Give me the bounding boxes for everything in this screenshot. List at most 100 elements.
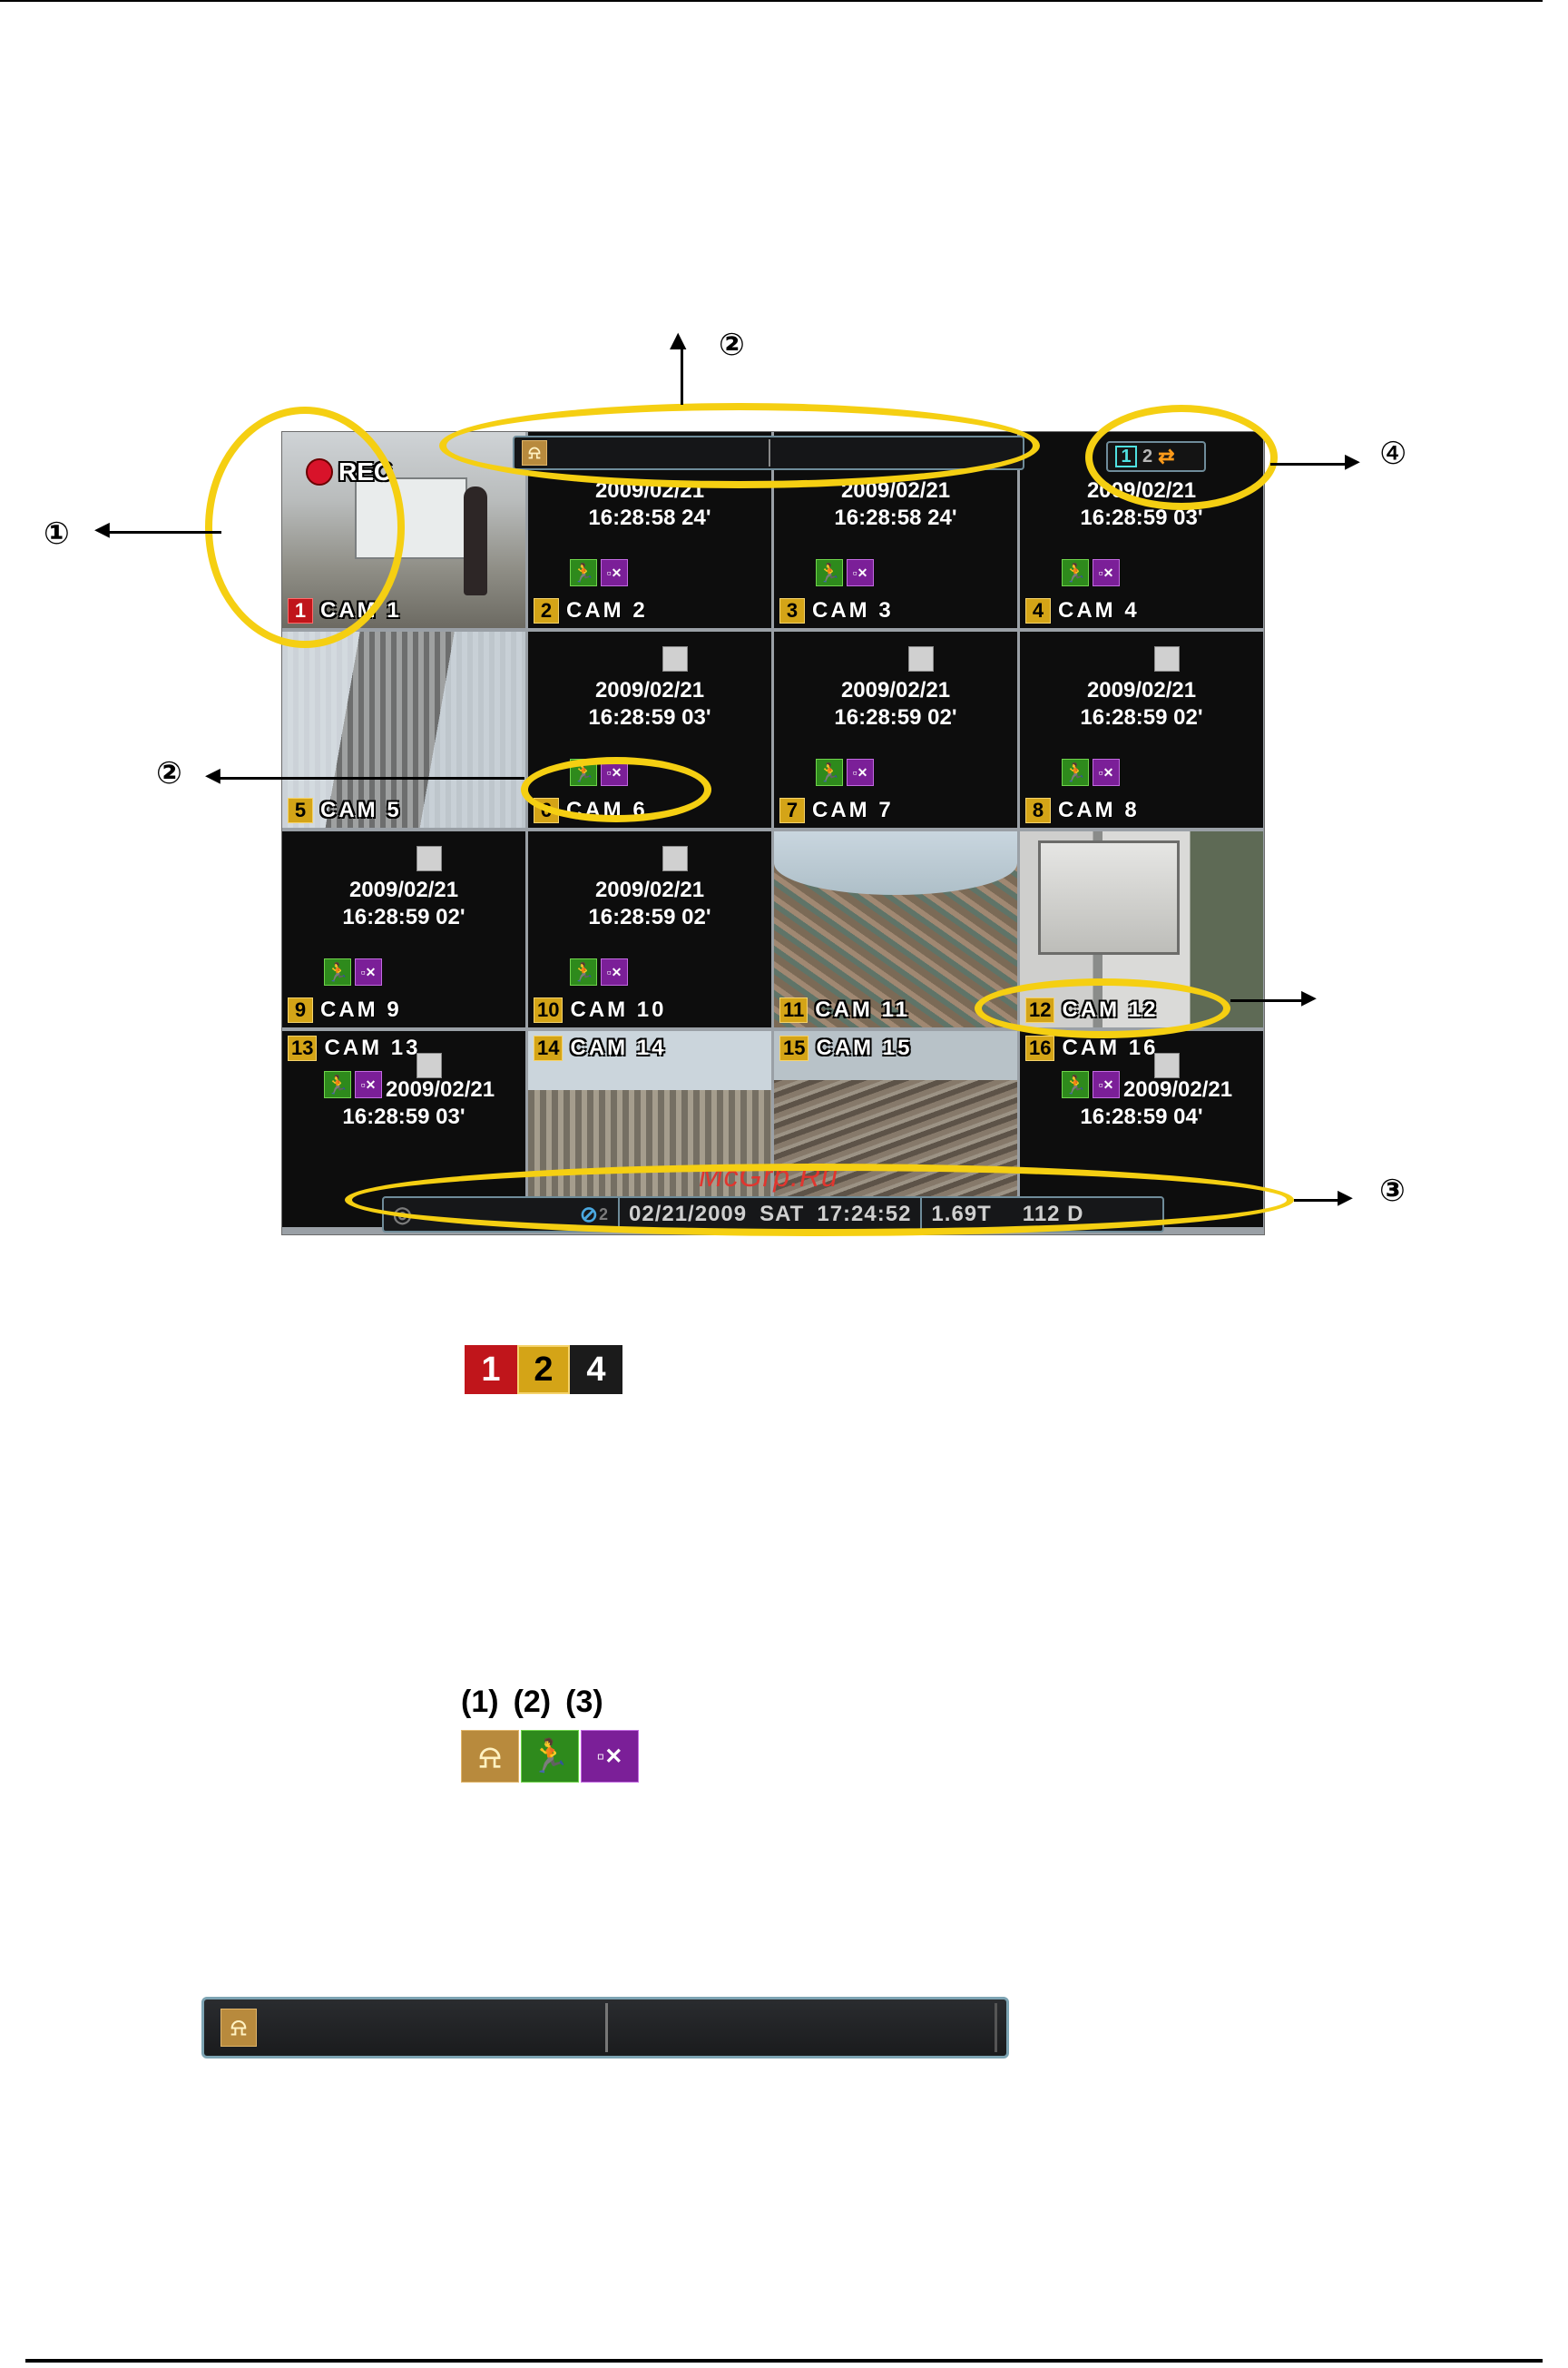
motion-icon: 🏃 bbox=[1062, 1071, 1089, 1098]
motion-icon: 🏃 bbox=[570, 958, 597, 986]
sample-number-recording: 1 bbox=[465, 1345, 517, 1398]
arrow-right-line-3 bbox=[1294, 1199, 1345, 1202]
event-icons: 🏃 ▫✕ bbox=[816, 559, 874, 586]
camera-number: 14 bbox=[534, 1036, 564, 1061]
camera-tile-7[interactable]: 2009/02/21 16:28:59 02' 🏃 ▫✕ 7 CAM 7 bbox=[774, 632, 1017, 828]
camera-time: 16:28:58 24' bbox=[834, 506, 957, 530]
event-status-bar-enlarged: ⍾ bbox=[201, 1997, 1009, 2058]
video-loss-icon: ▫✕ bbox=[1093, 759, 1120, 786]
status-square bbox=[1154, 1053, 1180, 1078]
camera-name: CAM 5 bbox=[320, 798, 402, 822]
callout-ellipse-4 bbox=[1085, 405, 1278, 510]
camera-label: 3 CAM 3 bbox=[779, 597, 894, 624]
motion-icon: 🏃 bbox=[521, 1730, 579, 1783]
bar-divider bbox=[605, 2003, 608, 2052]
camera-time: 16:28:59 02' bbox=[588, 905, 711, 929]
camera-date: 2009/02/21 bbox=[594, 878, 705, 902]
camera-name: CAM 4 bbox=[1058, 598, 1140, 623]
camera-date: 2009/02/21 bbox=[385, 1077, 495, 1102]
alarm-icon: ⍾ bbox=[461, 1730, 519, 1783]
camera-name: CAM 9 bbox=[320, 997, 402, 1022]
camera-date: 2009/02/21 bbox=[1122, 1077, 1233, 1102]
event-icon-samples: ⍾ 🏃 ▫✕ bbox=[461, 1730, 639, 1783]
camera-tile-5[interactable]: 5 CAM 5 bbox=[282, 632, 525, 828]
icon-label-3: (3) bbox=[565, 1685, 603, 1719]
callout-ellipse-2-left bbox=[521, 757, 711, 822]
camera-tile-10[interactable]: 2009/02/21 16:28:59 02' 🏃 ▫✕ 10 CAM 10 bbox=[528, 831, 771, 1027]
arrow-left-line-2 bbox=[220, 777, 524, 780]
arrow-right-line-4 bbox=[1270, 463, 1352, 466]
camera-date: 2009/02/21 bbox=[1086, 678, 1197, 703]
camera-time: 16:28:59 02' bbox=[1080, 705, 1203, 730]
arrow-right-line-12 bbox=[1230, 999, 1308, 1002]
camera-number: 4 bbox=[1025, 598, 1051, 624]
camera-name: CAM 2 bbox=[566, 598, 648, 623]
camera-number: 11 bbox=[779, 997, 808, 1023]
arrow-right-head-3: ▶ bbox=[1338, 1186, 1353, 1209]
camera-number: 16 bbox=[1025, 1036, 1055, 1061]
motion-icon: 🏃 bbox=[816, 559, 843, 586]
camera-tile-9[interactable]: 2009/02/21 16:28:59 02' 🏃 ▫✕ 9 CAM 9 bbox=[282, 831, 525, 1027]
motion-icon: 🏃 bbox=[324, 1071, 351, 1098]
camera-tile-8[interactable]: 2009/02/21 16:28:59 02' 🏃 ▫✕ 8 CAM 8 bbox=[1020, 632, 1263, 828]
page-bottom-rule bbox=[25, 2359, 1543, 2363]
video-loss-icon: ▫✕ bbox=[355, 958, 382, 986]
camera-time: 16:28:59 03' bbox=[588, 705, 711, 730]
alarm-icon: ⍾ bbox=[220, 2009, 257, 2047]
camera-name: CAM 15 bbox=[816, 1036, 913, 1060]
camera-label: 9 CAM 9 bbox=[288, 997, 402, 1024]
camera-label: 14 CAM 14 bbox=[534, 1035, 667, 1062]
callout-ellipse-2-top bbox=[439, 403, 1040, 488]
callout-2-top: ② bbox=[719, 327, 745, 363]
event-icons: 🏃 ▫✕ bbox=[816, 759, 874, 786]
video-loss-icon: ▫✕ bbox=[1093, 559, 1120, 586]
camera-label: 7 CAM 7 bbox=[779, 797, 894, 824]
arrow-left-head-2: ◀ bbox=[205, 764, 220, 787]
camera-date: 2009/02/21 bbox=[348, 878, 459, 902]
callout-1: ① bbox=[44, 516, 70, 552]
icon-label-2: (2) bbox=[513, 1685, 552, 1719]
camera-name: CAM 3 bbox=[812, 598, 894, 623]
camera-label: 2 CAM 2 bbox=[534, 597, 648, 624]
status-square bbox=[416, 1053, 442, 1078]
camera-number: 3 bbox=[779, 598, 805, 624]
camera-name: CAM 14 bbox=[570, 1036, 667, 1060]
camera-time: 16:28:59 02' bbox=[834, 705, 957, 730]
status-square bbox=[662, 646, 688, 672]
callout-ellipse-1 bbox=[205, 407, 405, 648]
camera-label: 15 CAM 15 bbox=[779, 1035, 913, 1062]
motion-icon: 🏃 bbox=[324, 958, 351, 986]
arrow-left-head-1: ◀ bbox=[94, 518, 110, 541]
camera-number: 5 bbox=[288, 798, 313, 823]
arrow-left-line-1 bbox=[107, 531, 221, 534]
camera-tile-11[interactable]: 11 CAM 11 bbox=[774, 831, 1017, 1027]
arrow-right-head-4: ▶ bbox=[1345, 450, 1360, 473]
event-icon-labels: (1) (2) (3) bbox=[461, 1685, 603, 1720]
camera-number: 13 bbox=[288, 1036, 318, 1061]
video-loss-icon: ▫✕ bbox=[847, 559, 874, 586]
camera-name: CAM 10 bbox=[570, 997, 667, 1022]
camera-time: 16:28:58 24' bbox=[588, 506, 711, 530]
status-square bbox=[662, 846, 688, 871]
callout-ellipse-3 bbox=[345, 1164, 1294, 1236]
callout-3: ③ bbox=[1379, 1173, 1406, 1209]
camera-number: 9 bbox=[288, 997, 313, 1023]
sample-number-off: 4 bbox=[570, 1345, 622, 1394]
status-square bbox=[1154, 646, 1180, 672]
event-icons: 🏃 ▫✕ bbox=[1062, 1071, 1120, 1098]
camera-label: 8 CAM 8 bbox=[1025, 797, 1140, 824]
video-loss-icon: ▫✕ bbox=[581, 1730, 639, 1783]
icon-label-1: (1) bbox=[461, 1685, 499, 1719]
camera-time: 16:28:59 02' bbox=[342, 905, 466, 929]
event-icons: 🏃 ▫✕ bbox=[570, 958, 628, 986]
camera-label: 10 CAM 10 bbox=[534, 997, 667, 1024]
callout-2-left: ② bbox=[156, 755, 182, 791]
sample-number-live: 2 bbox=[517, 1345, 570, 1394]
camera-date: 2009/02/21 bbox=[840, 678, 951, 703]
camera-name: CAM 7 bbox=[812, 798, 894, 822]
event-icons: 🏃 ▫✕ bbox=[1062, 559, 1120, 586]
camera-label: 11 CAM 11 bbox=[779, 997, 910, 1024]
camera-name: CAM 8 bbox=[1058, 798, 1140, 822]
camera-time: 16:28:59 03' bbox=[1080, 506, 1203, 530]
status-square bbox=[416, 846, 442, 871]
